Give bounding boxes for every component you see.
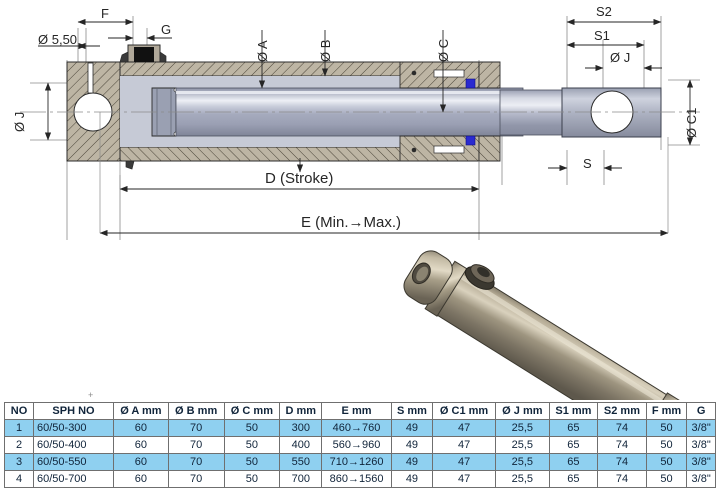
hydraulic-port-fitting [119,44,167,63]
th-e: E mm [321,402,392,420]
cell-dia-a: 60 [113,453,169,471]
cell-s: 49 [390,419,434,437]
cell-g: 3/8" [686,436,716,454]
cell-sph-no: 60/50-300 [33,419,114,437]
dim-label-dia-b: Ø B [318,39,333,62]
cell-d: 300 [279,419,323,437]
cell-dia-b: 70 [167,453,225,471]
gland-seal-pack [399,61,501,162]
th-dia-c1: Ø C1 mm [432,402,497,420]
cell-dia-c: 50 [223,419,281,437]
cell-no: 1 [4,419,34,437]
dim-label-s1: S1 [594,28,610,43]
cell-s2: 74 [597,453,647,471]
cell-dia-b: 70 [167,419,225,437]
cell-dia-c1: 47 [432,453,497,471]
cell-dia-a: 60 [113,436,169,454]
cell-f: 50 [645,419,688,437]
cell-sph-no: 60/50-550 [33,453,114,471]
cell-d: 700 [279,470,323,488]
cell-s1: 65 [548,419,599,437]
cell-dia-j: 25,5 [495,436,550,454]
registration-mark: + [88,390,94,400]
specification-table: NO SPH NO Ø A mm Ø B mm Ø C mm D mm E mm… [4,402,716,488]
cylinder-assembly [20,44,700,170]
table-header-row: NO SPH NO Ø A mm Ø B mm Ø C mm D mm E mm… [4,402,716,420]
cell-s: 49 [390,453,434,471]
cell-s2: 74 [597,419,647,437]
cell-no: 2 [4,436,34,454]
cell-dia-j: 25,5 [495,470,550,488]
th-sph: SPH NO [33,402,114,420]
dim-label-s: S [583,156,592,171]
cell-d: 400 [279,436,323,454]
cell-no: 3 [4,453,34,471]
cell-e: 710→1260 [321,453,392,471]
th-s2: S2 mm [597,402,647,420]
cell-s1: 65 [548,453,599,471]
dim-label-dia-c: Ø C [436,38,451,62]
cell-g: 3/8" [686,470,716,488]
dim-label-dia-j-left: Ø J [12,111,27,132]
cell-g: 3/8" [686,453,716,471]
cell-dia-b: 70 [167,436,225,454]
dim-label-f: F [101,6,109,21]
cell-dia-a: 60 [113,470,169,488]
cell-s: 49 [390,470,434,488]
th-s1: S1 mm [548,402,599,420]
cell-dia-c1: 47 [432,470,497,488]
cell-dia-b: 70 [167,470,225,488]
dim-label-stroke: D (Stroke) [265,170,334,187]
cell-f: 50 [645,453,688,471]
dim-label-e-minmax: E (Min.→Max.) [301,214,402,231]
th-dia-a: Ø A mm [113,402,169,420]
cell-f: 50 [645,470,688,488]
cylinder-section-view [20,16,700,400]
cell-no: 4 [4,470,34,488]
cell-f: 50 [645,436,688,454]
cell-dia-a: 60 [113,419,169,437]
dim-label-s2: S2 [596,4,612,19]
cell-dia-j: 25,5 [495,419,550,437]
technical-drawing-page: Ø 5,50 F G Ø A Ø B Ø C Ø J S2 S1 Ø J Ø C… [4,4,716,488]
dim-label-dia-c1: Ø C1 [684,107,699,138]
cell-g: 3/8" [686,419,716,437]
cell-s2: 74 [597,470,647,488]
cell-dia-j: 25,5 [495,453,550,471]
cell-dia-c: 50 [223,436,281,454]
dim-label-g: G [161,22,172,37]
cell-e: 860→1560 [321,470,392,488]
cell-e: 460→760 [321,419,392,437]
dim-label-bolt-hole: Ø 5,50 [38,32,78,47]
th-dia-b: Ø B mm [167,402,225,420]
cell-e: 560→960 [321,436,392,454]
cylinder-3d-render [403,250,684,400]
th-s: S mm [390,402,434,420]
cell-dia-c: 50 [223,453,281,471]
dim-label-dia-a: Ø A [255,40,270,62]
cell-s: 49 [390,436,434,454]
cell-s2: 74 [597,436,647,454]
cell-dia-c1: 47 [432,436,497,454]
cell-sph-no: 60/50-400 [33,436,114,454]
cell-sph-no: 60/50-700 [33,470,114,488]
cell-d: 550 [279,453,323,471]
th-dia-j: Ø J mm [495,402,550,420]
th-d: D mm [279,402,323,420]
cell-s1: 65 [548,436,599,454]
dim-label-dia-j-right: Ø J [610,50,631,65]
th-dia-c: Ø C mm [223,402,281,420]
th-g: G [686,402,716,420]
th-no: NO [4,402,34,420]
cell-dia-c: 50 [223,470,281,488]
cell-s1: 65 [548,470,599,488]
th-f: F mm [645,402,688,420]
dimension-lines [38,18,694,237]
cell-dia-c1: 47 [432,419,497,437]
